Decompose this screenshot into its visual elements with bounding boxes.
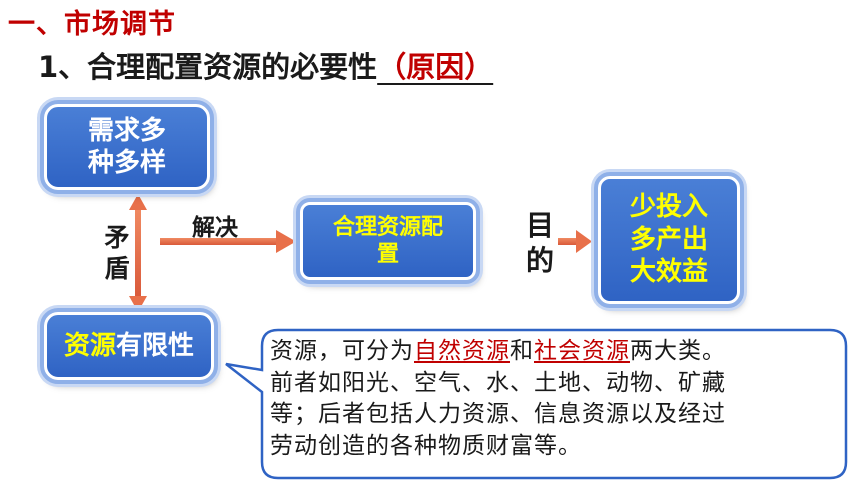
demand-box: 需求多 种多样 (40, 100, 214, 194)
limited-rest: 有限性 (116, 330, 195, 361)
callout-line-2: 前者如阳光、空气、水、土地、动物、矿藏 (270, 369, 726, 396)
goal-line-2: 多产出 (629, 224, 708, 255)
purpose-label: 目 的 (524, 208, 556, 278)
goal-box: 少投入 多产出 大效益 (594, 172, 744, 308)
demand-line-2: 种多样 (87, 148, 166, 178)
callout-p1-and: 和 (510, 338, 534, 364)
purpose-arrow (558, 230, 592, 253)
limited-resources-box: 资源有限性 (40, 308, 218, 384)
callout-line-1: 资源，可分为自然资源和社会资源两大类。 (270, 336, 836, 368)
allocate-resources-box: 合理资源配 置 (296, 198, 480, 284)
contradiction-label: 矛 盾 (102, 222, 132, 285)
goal-line-3: 大效益 (629, 257, 708, 288)
contradiction-double-arrow (129, 194, 147, 312)
purpose-char-1: 目 (525, 209, 554, 242)
callout-p1-a: 资源，可分为 (270, 338, 414, 364)
allocate-line-1: 合理资源配 (332, 214, 443, 240)
contradiction-char-1: 矛 (104, 223, 130, 252)
solve-arrow (160, 230, 296, 253)
sub-title-reason: （原因） (377, 50, 494, 84)
callout-line-4: 劳动创造的各种物质财富等。 (270, 433, 582, 460)
section-title: 一、市场调节 (8, 9, 176, 40)
natural-resources-term: 自然资源 (414, 338, 510, 364)
purpose-char-2: 的 (525, 244, 554, 277)
sub-title: 1、合理配置资源的必要性（原因） (38, 44, 493, 86)
limited-highlight: 资源 (63, 330, 116, 361)
allocate-line-2: 置 (376, 242, 399, 267)
contradiction-char-2: 盾 (104, 254, 130, 284)
goal-line-1: 少投入 (629, 192, 708, 223)
solve-label: 解决 (192, 215, 238, 241)
sub-title-main: 1、合理配置资源的必要性 (38, 50, 378, 84)
callout-text: 资源，可分为自然资源和社会资源两大类。 前者如阳光、空气、水、土地、动物、矿藏 … (270, 336, 836, 463)
social-resources-term: 社会资源 (534, 338, 630, 364)
demand-line-1: 需求多 (87, 115, 166, 146)
callout-p1-b: 两大类。 (630, 338, 726, 364)
callout-bubble (225, 328, 848, 480)
callout-line-3: 等；后者包括人力资源、信息资源以及经过 (270, 401, 726, 428)
